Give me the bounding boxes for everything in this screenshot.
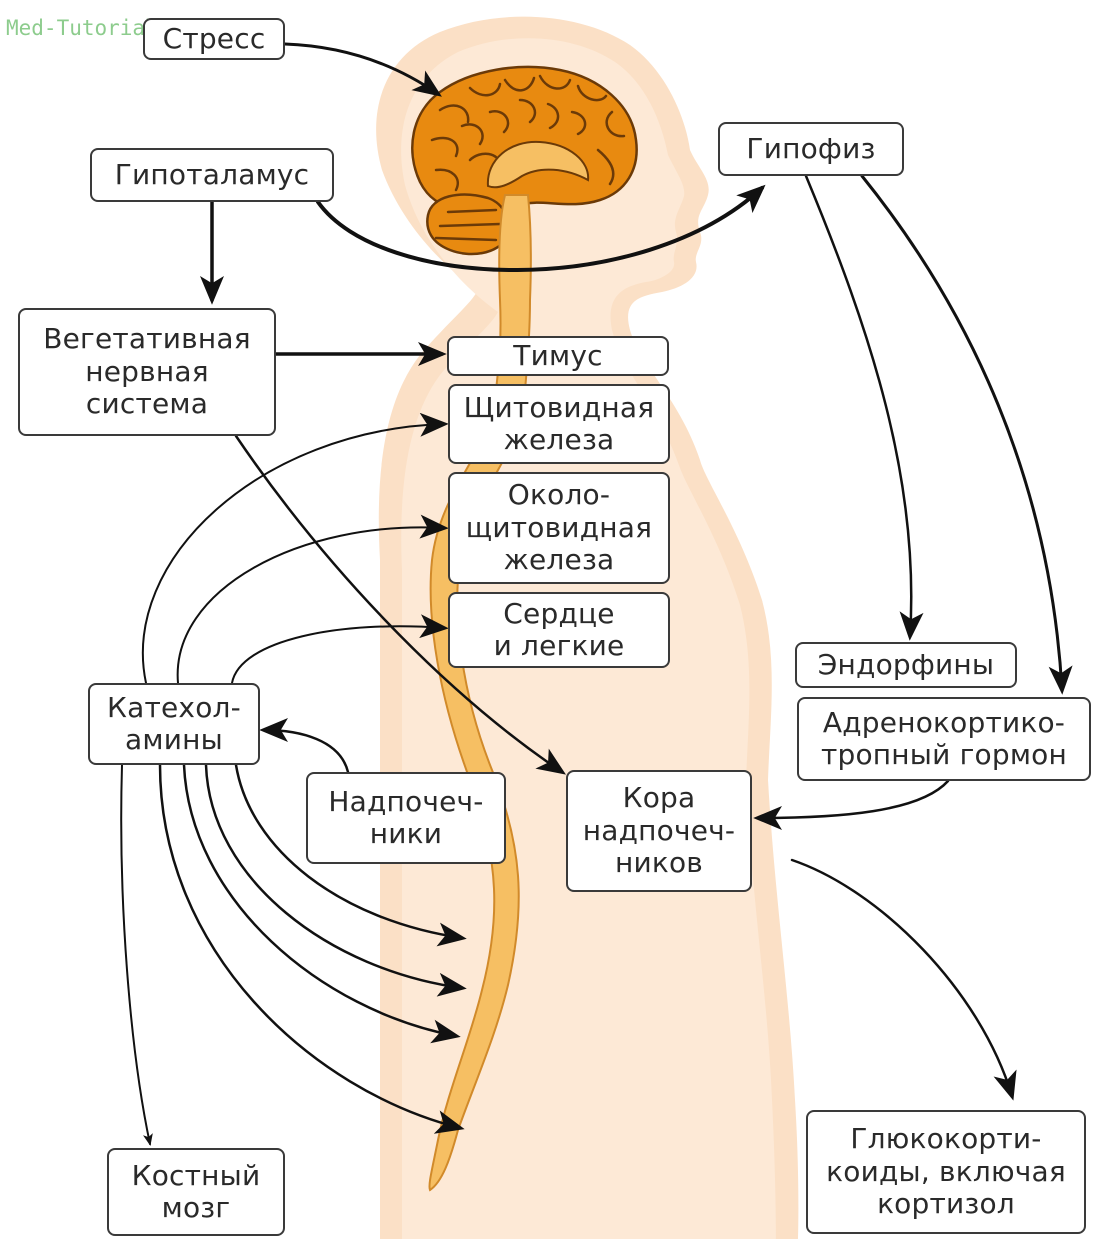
glucocorticoids-box: Глюкокорти- коиды, включая кортизол — [806, 1110, 1086, 1234]
heart-lungs-label: Сердце и легкие — [494, 598, 625, 663]
adrenals-label: Надпочеч- ники — [328, 786, 483, 851]
hypothalamus-box: Гипоталамус — [90, 148, 334, 202]
acth-label: Адренокортико- тропный гормон — [821, 707, 1067, 772]
thymus-box: Тимус — [447, 336, 669, 376]
adrenal-cortex-label: Кора надпочеч- ников — [583, 782, 735, 879]
acth-box: Адренокортико- тропный гормон — [797, 697, 1091, 781]
pituitary-box: Гипофиз — [718, 122, 904, 176]
catecholamines-label: Катехол- амины — [107, 692, 241, 757]
parathyroid-box: Около- щитовидная железа — [448, 472, 670, 584]
parathyroid-label: Около- щитовидная железа — [466, 479, 652, 576]
arrow-cortex-glucocorticoids — [792, 860, 1012, 1096]
thymus-label: Тимус — [513, 340, 602, 372]
endorphins-label: Эндорфины — [818, 649, 994, 681]
glucocorticoids-label: Глюкокорти- коиды, включая кортизол — [826, 1123, 1066, 1220]
stress-box: Стресс — [143, 18, 285, 60]
catecholamines-box: Катехол- амины — [88, 683, 260, 765]
thyroid-box: Щитовидная железа — [448, 384, 670, 464]
pituitary-label: Гипофиз — [746, 133, 875, 165]
hypothalamus-label: Гипоталамус — [115, 159, 310, 191]
endorphins-box: Эндорфины — [795, 642, 1017, 688]
arrow-pituitary-endorphins — [806, 176, 911, 636]
bone-marrow-box: Костный мозг — [107, 1148, 285, 1236]
autonomic-nervous-system-box: Вегетативная нервная система — [18, 308, 276, 436]
adrenal-cortex-box: Кора надпочеч- ников — [566, 770, 752, 892]
thyroid-label: Щитовидная железа — [464, 392, 655, 457]
arrow-catecholamines-bone-marrow — [121, 765, 150, 1144]
stress-label: Стресс — [163, 23, 266, 55]
heart-lungs-box: Сердце и легкие — [448, 592, 670, 668]
arrow-adrenals-catecholamines — [264, 730, 348, 772]
adrenals-box: Надпочеч- ники — [306, 772, 506, 864]
bone-marrow-label: Костный мозг — [132, 1160, 261, 1225]
autonomic-nervous-system-label: Вегетативная нервная система — [43, 323, 251, 420]
arrow-acth-adrenal-cortex — [758, 781, 948, 818]
